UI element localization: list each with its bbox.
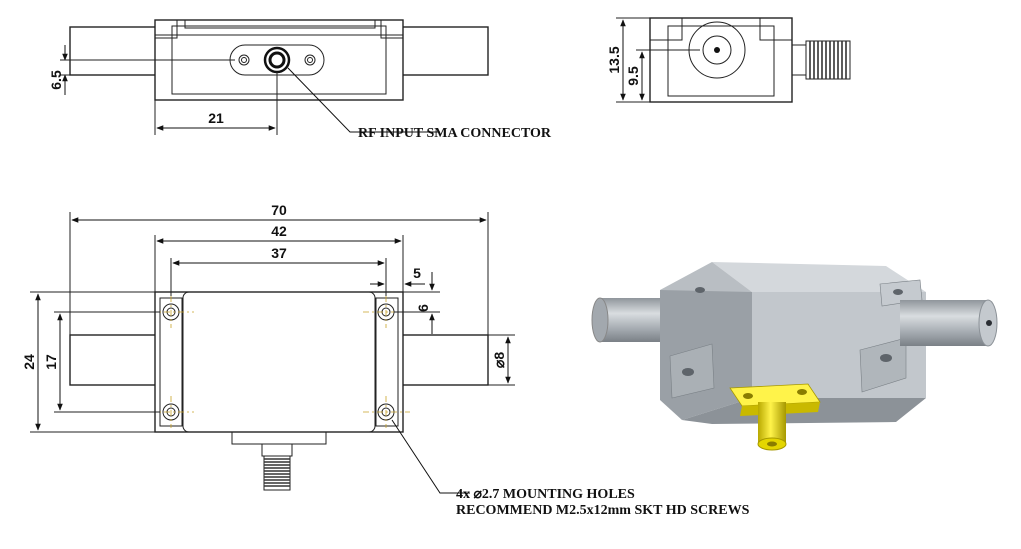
top-right-shaft: [399, 26, 489, 76]
dim-dia8-label: ⌀8: [491, 352, 507, 368]
dim-6-5-label: 6.5: [48, 70, 64, 90]
dim-5-label: 5: [413, 265, 421, 281]
dim-21-label: 21: [208, 110, 224, 126]
side-body: [649, 17, 793, 103]
front-view: 70 42 37 5 6 24 17 ⌀8: [21, 202, 750, 518]
screws-callout: RECOMMEND M2.5x12mm SKT HD SCREWS: [456, 503, 750, 518]
mounting-holes-callout: 4x ⌀2.7 MOUNTING HOLES: [456, 487, 635, 502]
dim-9-5-label: 9.5: [625, 66, 641, 86]
side-sma-thread-icon: [805, 40, 851, 80]
isometric-view: [591, 262, 998, 451]
dim-17-label: 17: [43, 354, 59, 370]
top-view: 6.5 21 RF INPUT SMA CONNECTOR: [48, 19, 552, 141]
side-view: 13.5 9.5: [606, 17, 851, 103]
dim-6-label: 6: [415, 304, 431, 312]
top-left-shaft: [69, 26, 159, 76]
iso-right-shaft: [900, 299, 998, 347]
rf-input-callout: RF INPUT SMA CONNECTOR: [358, 126, 552, 141]
dim-70-label: 70: [271, 202, 287, 218]
front-right-shaft: [399, 334, 489, 386]
front-sma-thread-icon: [263, 455, 291, 491]
front-left-shaft: [69, 334, 159, 386]
iso-sma-connector-icon: [729, 383, 821, 451]
dim-24-label: 24: [21, 354, 37, 370]
dim-42-label: 42: [271, 223, 287, 239]
front-body: [154, 291, 404, 433]
dim-13-5-label: 13.5: [606, 46, 622, 73]
dim-37-label: 37: [271, 245, 287, 261]
